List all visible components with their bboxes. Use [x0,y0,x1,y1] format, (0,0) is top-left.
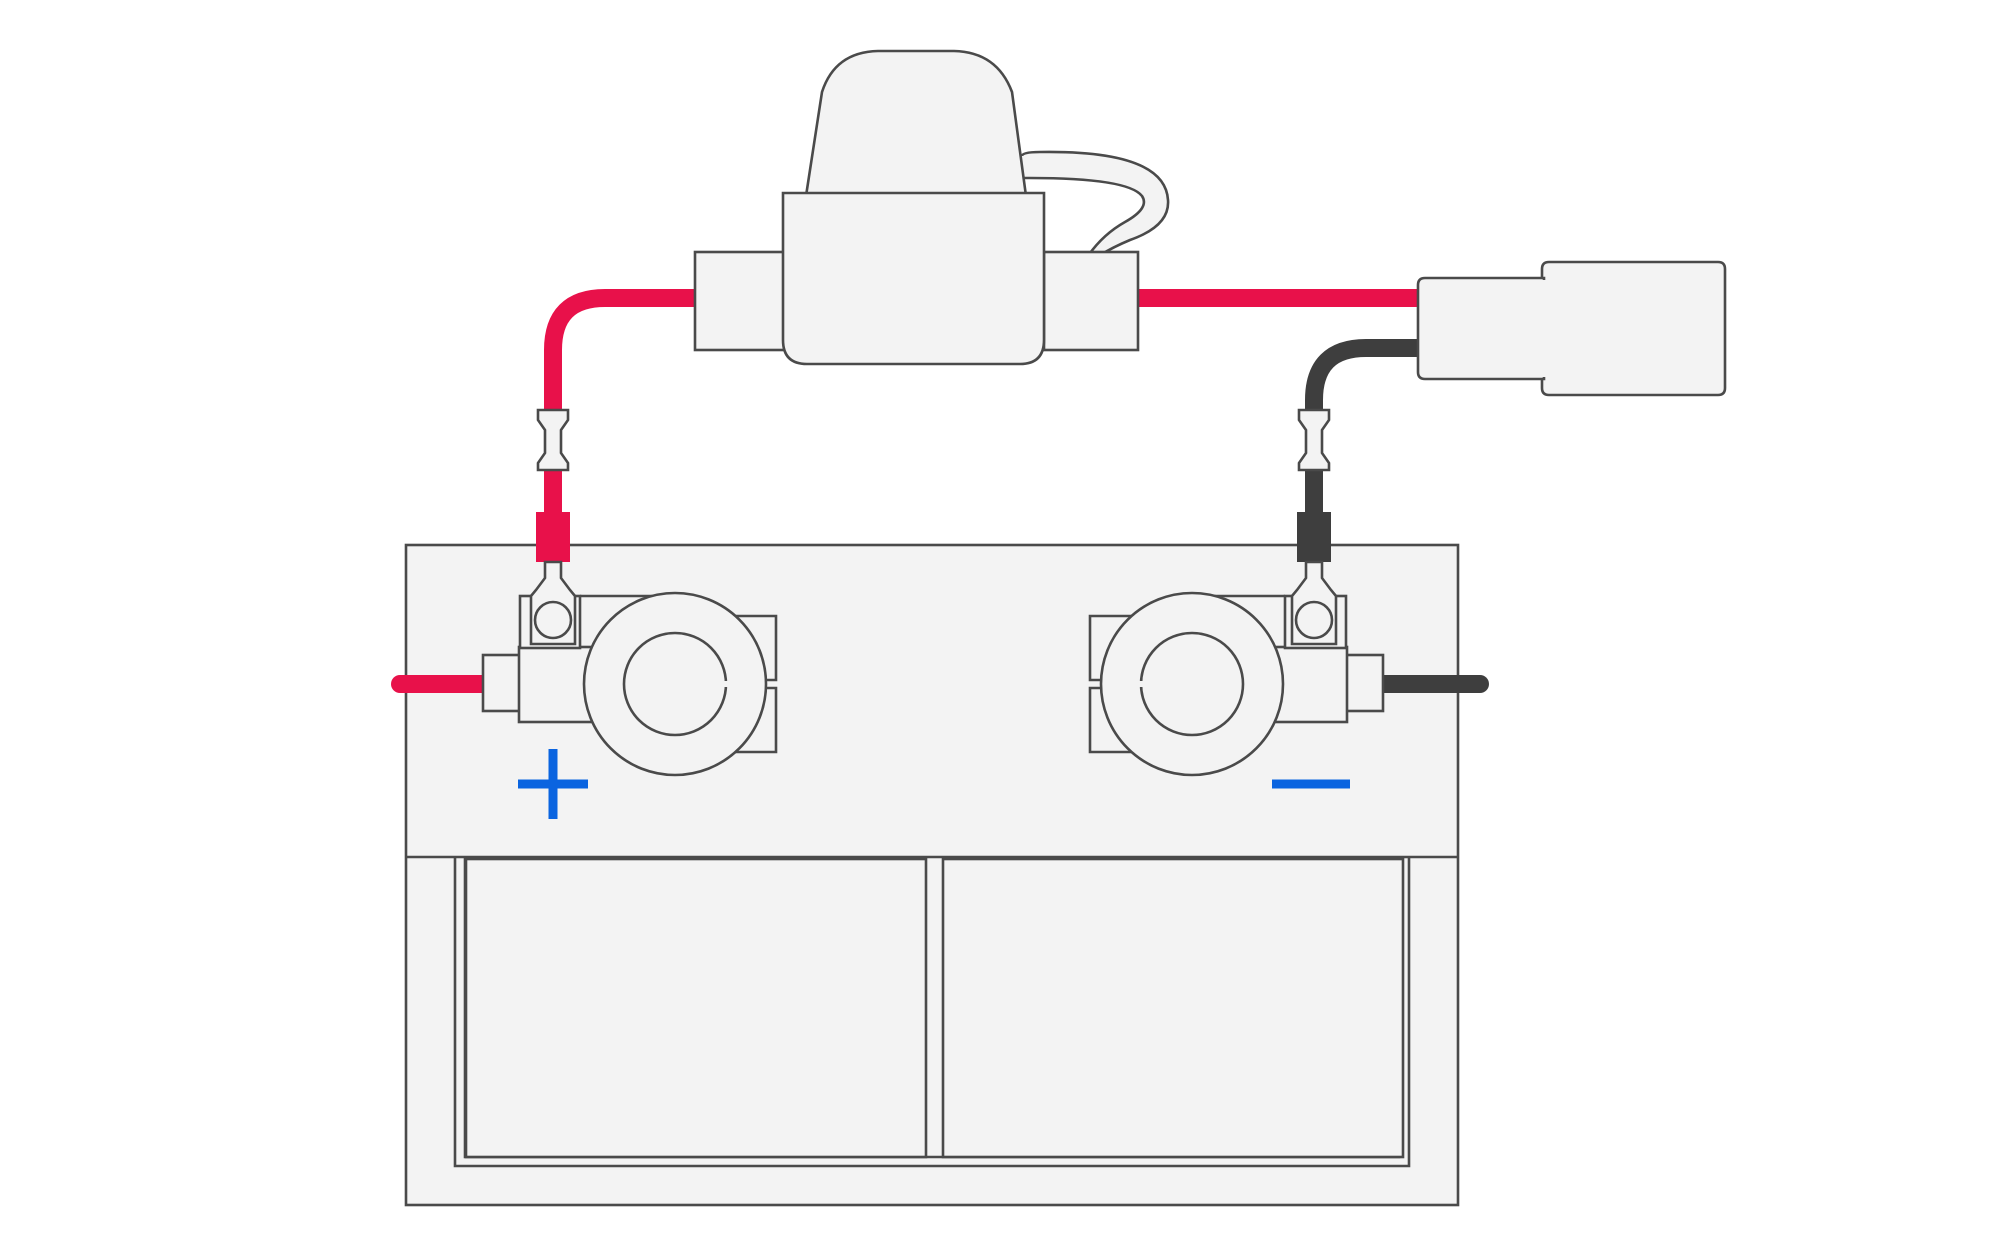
negative-terminal-slot [1132,681,1146,687]
connector-plug-icon [1416,260,1727,397]
positive-terminal-body [517,645,595,724]
fuse-holder-left-end [693,250,789,352]
negative-terminal-collar [1343,653,1385,713]
positive-butt-splice [536,408,570,472]
negative-battery-post [1139,631,1245,737]
battery-cell-panel-right [941,857,1405,1159]
negative-device-cable [1305,339,1418,560]
fuse-holder-cap [804,49,1028,198]
negative-ring-lug-hole [1294,600,1334,640]
negative-crimp-sleeve [1297,512,1331,562]
fuse-holder-body [781,191,1046,366]
fuse-holder-right-end [1042,250,1140,352]
connector-housing [1540,260,1727,397]
plus-icon [518,749,588,819]
positive-battery-post [622,631,728,737]
battery-inner-frame [453,857,1411,1168]
ring-terminal-icon [1290,408,1338,646]
ring-terminal-icon [529,408,577,646]
fuse-holder-strap [1020,150,1170,264]
positive-ring-lug-hole [533,600,573,640]
positive-crimp-sleeve [536,512,570,562]
negative-butt-splice [1297,408,1331,472]
battery-terminal-clamp-icon [1088,591,1385,777]
connector-plug [1416,276,1546,381]
inline-fuse-holder-icon [693,49,1170,366]
positive-terminal-slot [720,681,734,687]
battery-cell-panel-left [464,857,928,1159]
connector-joint [1538,280,1548,377]
positive-fuse-cable [544,289,695,560]
positive-terminal-collar [481,653,523,713]
